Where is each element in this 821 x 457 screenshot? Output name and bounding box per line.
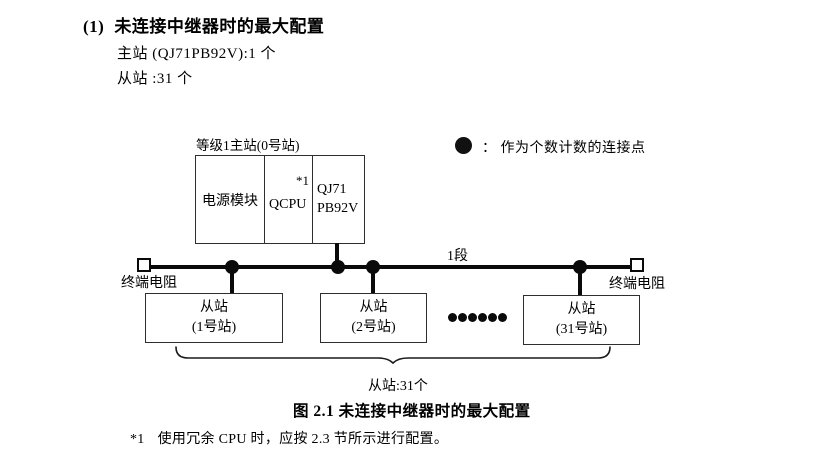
slaves-total-label: 从站:31个 [368, 379, 428, 394]
slave-station-box-1: 从站 (1号站) [145, 293, 283, 343]
section-heading: (1) 未连接中继器时的最大配置 [83, 12, 324, 37]
connection-dot [366, 260, 380, 274]
terminator-left-icon [137, 258, 151, 272]
slave-count-line: 从站 :31 个 [117, 71, 193, 87]
cpu-cell: *1 QCPU [265, 156, 313, 243]
master-count-line: 主站 (QJ71PB92V):1 个 [117, 46, 277, 62]
slave1-drop-line [230, 268, 234, 294]
footnote: *1 使用冗余 CPU 时，应按 2.3 节所示进行配置。 [130, 428, 448, 448]
slave2-drop-line [371, 268, 375, 294]
slave-station-number: (31号站) [555, 322, 608, 337]
figure-caption: 图 2.1 未连接中继器时的最大配置 [293, 403, 531, 420]
section-title: 未连接中继器时的最大配置 [114, 17, 325, 36]
footnote-marker: *1 [130, 432, 145, 447]
connection-dot [331, 260, 345, 274]
segment-label: 1段 [447, 249, 468, 264]
bus-line [150, 265, 632, 269]
footnote-text: 使用冗余 CPU 时，应按 2.3 节所示进行配置。 [157, 432, 449, 447]
cpu-footnote-marker: *1 [296, 173, 309, 188]
slave-station-number: (2号站) [351, 320, 396, 335]
more-slaves-ellipsis-icon [448, 313, 507, 322]
legend-text: ： 作为个数计数的连接点 [482, 141, 646, 156]
pb92v-label-line2: PB92V [317, 200, 359, 216]
slave-station-number: (1号站) [191, 320, 237, 335]
master-drop-line [335, 243, 339, 266]
slave-station-box-2: 从站 (2号站) [320, 293, 427, 343]
pb92v-label-line1: QJ71 [317, 181, 347, 197]
master-station-box: 电源模块 *1 QCPU QJ71 PB92V [195, 155, 365, 244]
master-station-label: 等级1主站(0号站) [196, 138, 300, 153]
connection-dot [225, 260, 239, 274]
terminator-left-label: 终端电阻 [121, 276, 177, 291]
slave31-drop-line [578, 268, 582, 296]
power-module-cell: 电源模块 [196, 156, 265, 243]
connection-point-icon [455, 137, 472, 154]
slave-name: 从站 [200, 299, 228, 315]
connection-dot [573, 260, 587, 274]
cpu-label: QCPU [269, 197, 307, 212]
slaves-brace [175, 346, 611, 365]
pb92v-cell: QJ71 PB92V [313, 156, 364, 243]
section-number: (1) [83, 17, 105, 36]
slave-station-box-31: 从站 (31号站) [523, 295, 640, 345]
slave-name: 从站 [359, 299, 388, 315]
slave-name: 从站 [567, 301, 596, 317]
terminator-right-label: 终端电阻 [609, 277, 665, 292]
terminator-right-icon [630, 258, 644, 272]
